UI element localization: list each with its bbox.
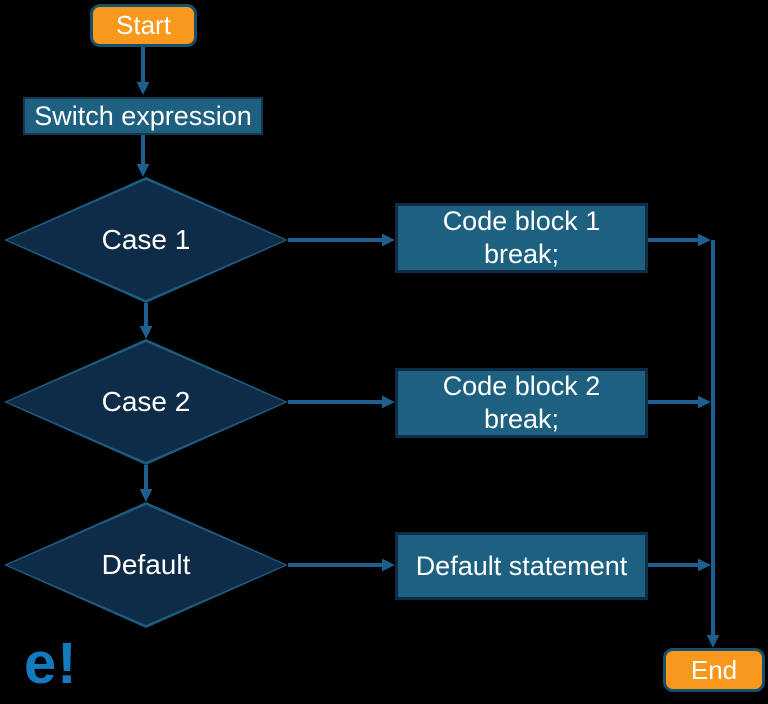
node-case1-label: Case 1 xyxy=(101,224,191,255)
node-case2-label: Case 2 xyxy=(101,386,191,417)
edureka-logo: e! xyxy=(24,631,78,696)
node-code-block2: Code block 2 break; xyxy=(395,368,648,438)
node-default-statement-label: Default statement xyxy=(415,550,628,581)
code-block1-line1: Code block 1 xyxy=(442,206,601,236)
node-end: End xyxy=(663,648,765,692)
node-end-label: End xyxy=(690,654,738,685)
node-start: Start xyxy=(90,4,197,47)
node-switch-expression: Switch expression xyxy=(23,97,263,135)
node-start-label: Start xyxy=(116,10,171,40)
node-switch-expression-label: Switch expression xyxy=(34,100,252,131)
code-block2-line2: break; xyxy=(483,404,560,434)
node-code-block2-label: Code block 2 break; xyxy=(443,370,601,436)
code-block2-line1: Code block 2 xyxy=(442,371,601,401)
node-default-statement: Default statement xyxy=(395,532,648,600)
node-default-label: Default xyxy=(101,549,191,580)
node-code-block1: Code block 1 break; xyxy=(395,203,648,273)
node-code-block1-label: Code block 1 break; xyxy=(443,205,601,271)
code-block1-line2: break; xyxy=(483,239,560,269)
